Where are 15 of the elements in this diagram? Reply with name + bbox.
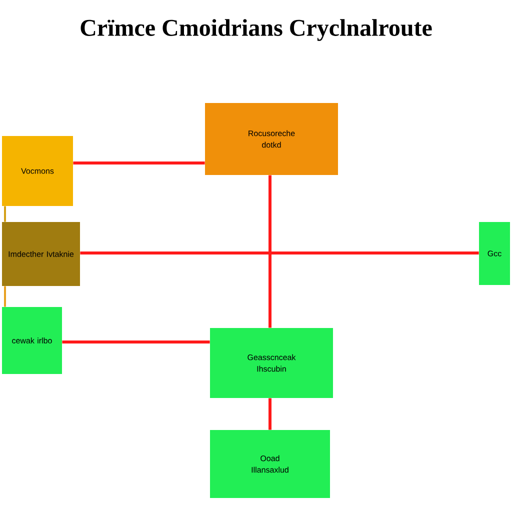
process-box: Geasscnceak Ihscubin: [210, 328, 333, 398]
connector-line: [4, 206, 6, 222]
process-box: Imdecther Ivtaknie: [2, 222, 80, 286]
process-box: Gcc: [479, 222, 510, 285]
process-box: cewak irlbo: [2, 307, 62, 374]
process-box: Rocusoreche dotkd: [205, 103, 338, 175]
process-box: Vocmons: [2, 136, 73, 206]
title: Crïmce Cmoidrians Cryclnalroute: [80, 19, 432, 41]
connector-line: [73, 162, 205, 164]
connector-line: [268, 175, 272, 328]
connector-line: [62, 340, 210, 344]
connector-line: [4, 286, 6, 307]
connector-line: [80, 252, 479, 254]
connector-line: [268, 398, 272, 430]
process-box: Ooad Illansaxlud: [210, 430, 330, 498]
